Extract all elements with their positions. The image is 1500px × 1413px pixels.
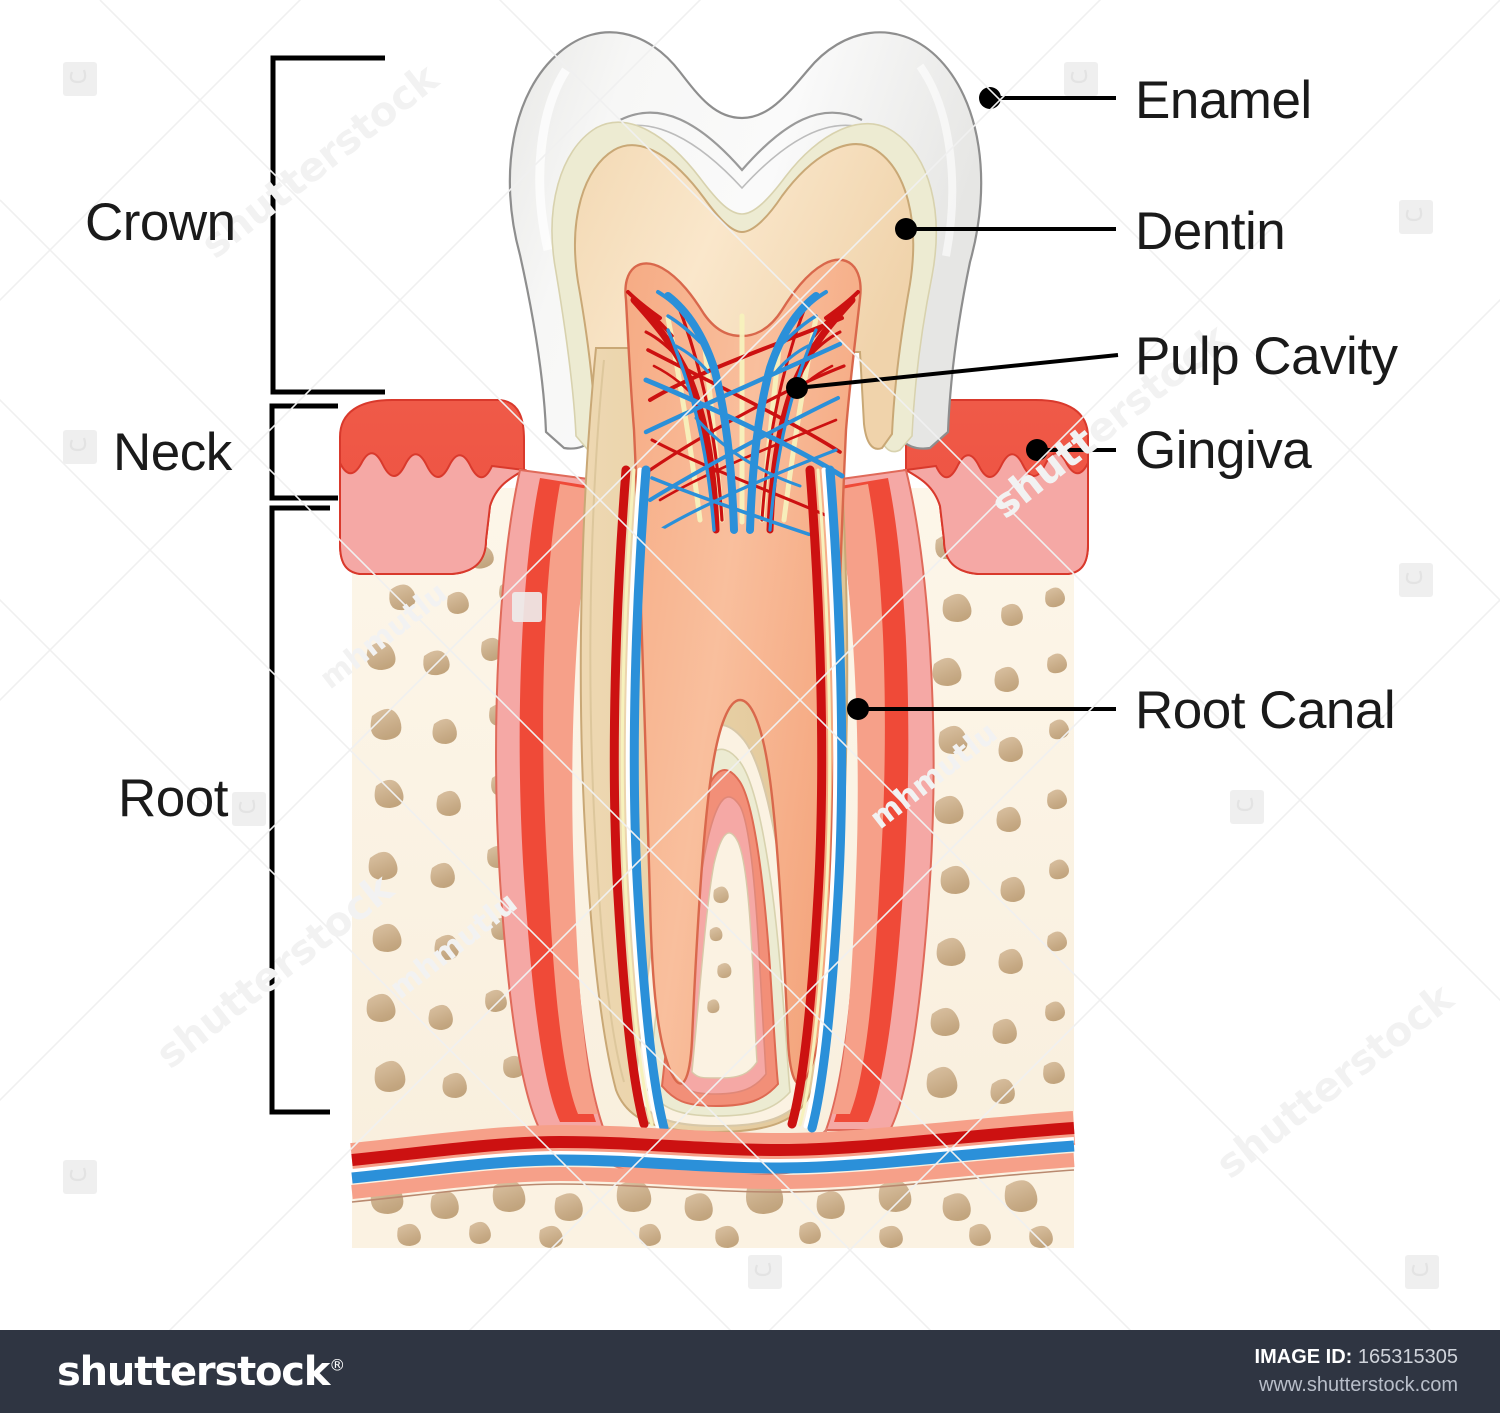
image-id-label: IMAGE ID: (1254, 1346, 1353, 1368)
part-label-dentin: Dentin (1135, 202, 1286, 261)
registered-trademark-icon: ® (329, 1355, 345, 1375)
bracket-neck (269, 403, 338, 501)
website-url: www.shutterstock.com (1259, 1373, 1458, 1396)
part-label-enamel: Enamel (1135, 71, 1312, 130)
image-id-value: 165315305 (1357, 1346, 1458, 1368)
part-label-gingiva: Gingiva (1135, 421, 1312, 480)
bracket-root (269, 505, 330, 1115)
image-id-line: IMAGE ID: 165315305 (1255, 1344, 1458, 1372)
bracket-crown (270, 55, 385, 395)
footer-meta: IMAGE ID: 165315305 www.shutterstock.com (1255, 1344, 1458, 1399)
logo-wordmark: shutterstock (57, 1349, 330, 1395)
section-label-crown: Crown (85, 193, 236, 252)
section-label-neck: Neck (113, 423, 232, 482)
part-label-root-canal: Root Canal (1135, 681, 1396, 740)
shutterstock-footer-bar: shutterstock® IMAGE ID: 165315305 www.sh… (0, 1330, 1500, 1413)
shutterstock-logo: shutterstock® (57, 1349, 345, 1395)
part-label-pulp-cavity: Pulp Cavity (1135, 327, 1398, 386)
section-label-root: Root (118, 769, 228, 828)
